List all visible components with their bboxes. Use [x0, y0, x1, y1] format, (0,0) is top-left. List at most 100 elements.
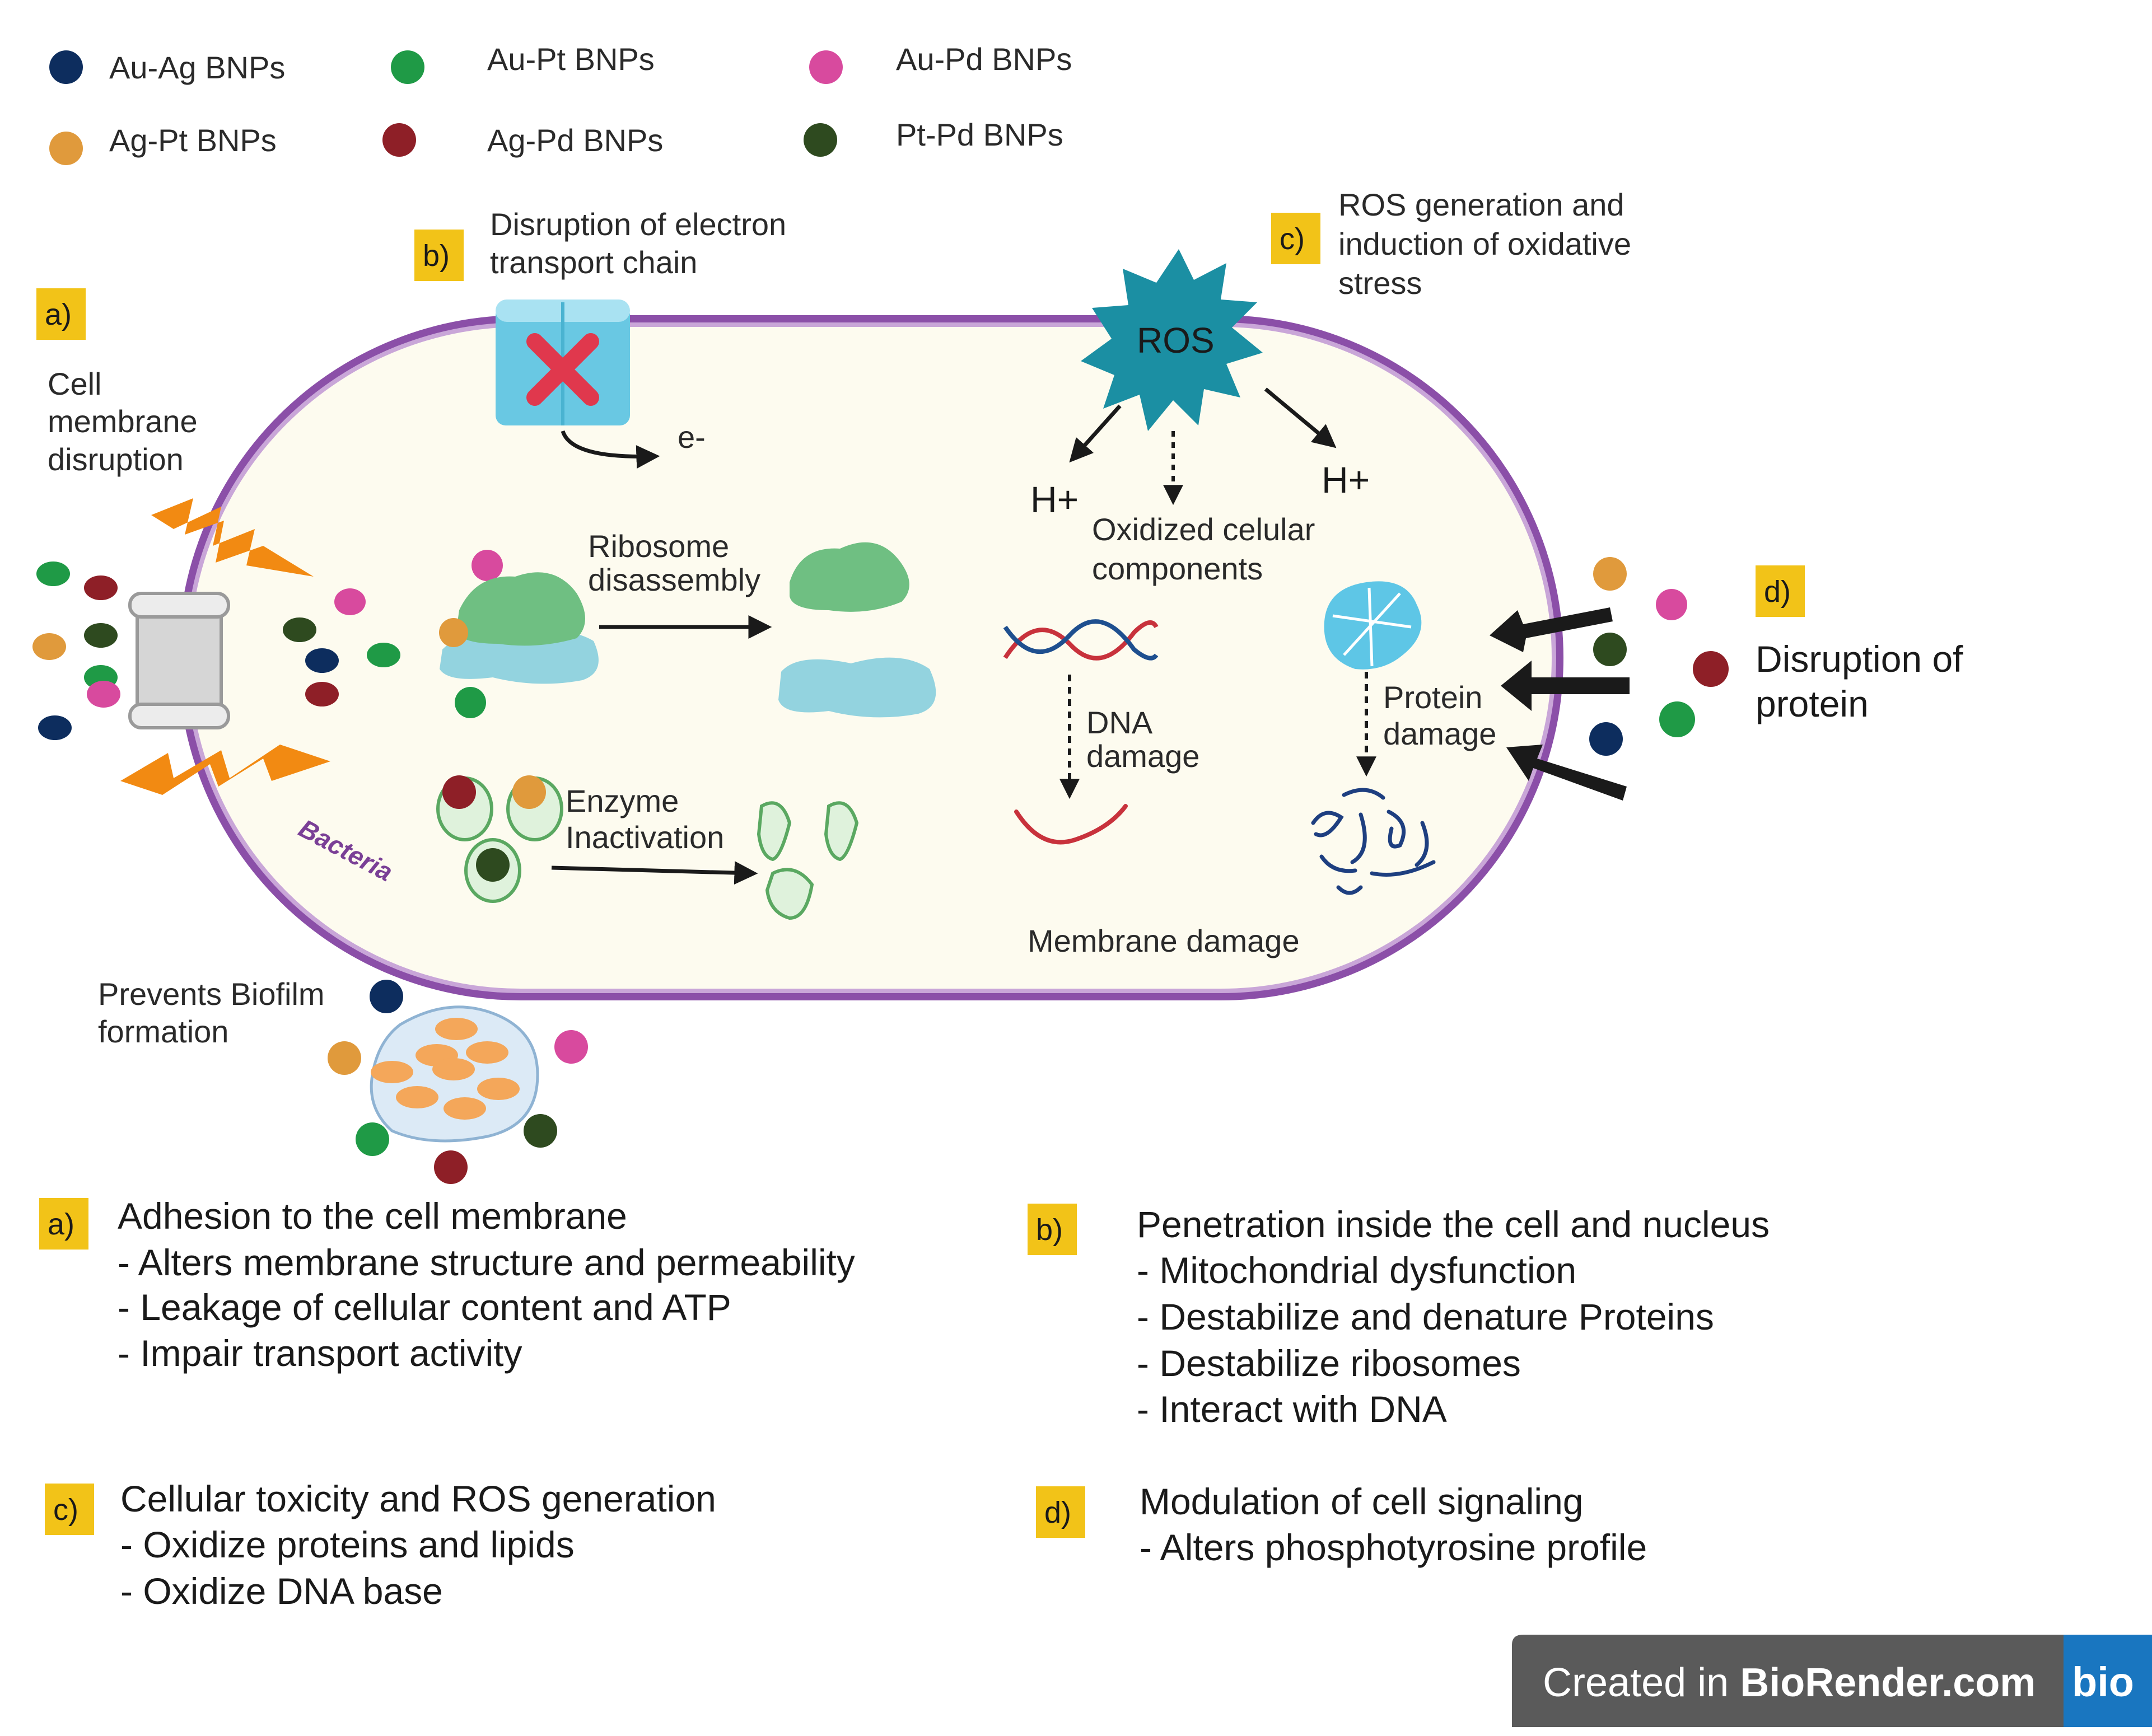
nanoparticle-icon — [305, 648, 339, 673]
enzyme-inactivation: Enzyme Inactivation — [436, 775, 859, 920]
summary-c-title: Cellular toxicity and ROS generation — [120, 1478, 716, 1519]
panel-b-electron-transport: b) Disruption of electron transport chai… — [414, 207, 786, 469]
legend: Au-Ag BNPs Au-Pt BNPs Au-Pd BNPs Ag-Pt B… — [49, 41, 1072, 165]
inactive-enzyme-icon — [765, 868, 814, 920]
denatured-protein-icon — [1311, 788, 1436, 895]
hplus-right-label: H+ — [1322, 459, 1370, 500]
summary-d-item: - Alters phosphotyrosine profile — [1140, 1527, 1647, 1568]
summary-b-item: - Destabilize ribosomes — [1137, 1342, 1521, 1384]
oxidized-line: components — [1092, 551, 1263, 586]
ribosome-top-icon — [456, 572, 585, 646]
bacterium-icon — [432, 1058, 475, 1080]
nanoparticle-icon — [36, 561, 70, 586]
panel-a-line: Cell — [48, 366, 101, 401]
nanoparticle-icon — [370, 980, 403, 1013]
summary-b-title: Penetration inside the cell and nucleus — [1137, 1204, 1770, 1245]
nanoparticle-icon — [87, 681, 120, 708]
nanoparticle-icon — [305, 682, 339, 706]
biorender-logo-icon — [2064, 1635, 2152, 1727]
lightning-icon — [151, 498, 314, 577]
ribosome-large-subunit-icon — [790, 542, 909, 612]
legend-label: Au-Ag BNPs — [109, 50, 285, 85]
legend-item-ag-pt: Ag-Pt BNPs — [49, 123, 277, 165]
legend-label: Au-Pd BNPs — [896, 41, 1072, 77]
summary-c: c) Cellular toxicity and ROS generation … — [45, 1478, 716, 1612]
inactive-enzyme-icon — [757, 801, 792, 862]
legend-item-au-ag: Au-Ag BNPs — [49, 50, 285, 85]
badge-d-label: d) — [1764, 575, 1791, 609]
biorender-logo-text: bio — [2072, 1659, 2134, 1705]
broken-dna-icon — [1014, 804, 1128, 845]
summary-a-item: - Impair transport activity — [118, 1332, 522, 1374]
protein-line: damage — [1383, 716, 1496, 751]
credit-prefix-text: Created in — [1543, 1660, 1740, 1705]
au-ag-dot-icon — [49, 50, 83, 84]
protein-damage: Protein damage — [1311, 581, 1496, 895]
biorender-credit[interactable]: Created in BioRender.com bio — [1512, 1635, 2152, 1727]
membrane-channel-icon — [136, 597, 223, 724]
nanoparticle-icon — [434, 1150, 468, 1184]
ros-arrow-right — [1264, 387, 1337, 448]
biofilm-line: Prevents Biofilm — [98, 976, 325, 1012]
pt-pd-dot-icon — [804, 123, 837, 157]
legend-item-pt-pd: Pt-Pd BNPs — [804, 117, 1063, 157]
dna-helix-strand-icon — [1003, 619, 1159, 661]
legend-label: Ag-Pt BNPs — [109, 123, 277, 158]
panel-b-line: transport chain — [490, 245, 697, 280]
badge-a-label: a) — [48, 1208, 74, 1241]
panel-c-ros: c) ROS generation and induction of oxida… — [1030, 187, 1631, 586]
summary-b: b) Penetration inside the cell and nucle… — [1028, 1204, 1770, 1430]
legend-label: Au-Pt BNPs — [487, 41, 655, 77]
nanoparticle-icon — [1656, 589, 1687, 620]
legend-item-au-pd: Au-Pd BNPs — [809, 41, 1072, 84]
panel-d-line: protein — [1756, 683, 1869, 724]
badge-d — [1036, 1486, 1085, 1538]
legend-label: Ag-Pd BNPs — [487, 123, 663, 158]
nanoparticle-icon — [476, 848, 510, 882]
ros-burst-icon — [1081, 249, 1263, 431]
legend-label: Pt-Pd BNPs — [896, 117, 1063, 152]
membrane-damage-label: Membrane damage — [1028, 923, 1300, 958]
dna-line: damage — [1086, 738, 1199, 774]
summary-b-item: - Mitochondrial dysfunction — [1137, 1250, 1576, 1291]
credit-background — [1512, 1635, 2152, 1727]
summary-a: a) Adhesion to the cell membrane - Alter… — [39, 1195, 855, 1374]
ribosome-disassembly: Ribosome disassembly — [439, 528, 936, 718]
nanoparticle-icon — [84, 575, 118, 600]
hplus-left-label: H+ — [1030, 479, 1079, 520]
nanoparticle-icon — [84, 623, 118, 648]
nanoparticle-icon — [472, 550, 503, 581]
summary-c-item: - Oxidize proteins and lipids — [120, 1524, 575, 1565]
dna-helix-icon — [1003, 620, 1159, 661]
penetration-arrow-icon — [1506, 745, 1627, 801]
dna-damage: DNA damage — [1003, 619, 1199, 845]
nanoparticle-icon — [442, 775, 476, 809]
channel-cap-bottom — [128, 703, 230, 729]
badge-b — [414, 230, 464, 281]
ros-arrow-left — [1069, 404, 1122, 463]
panel-b-line: Disruption of electron — [490, 207, 786, 242]
nanoparticle-icon — [439, 618, 468, 647]
panel-d-protein-disruption: d) Disruption of protein — [1490, 557, 1963, 801]
nanoparticle-icon — [1693, 651, 1729, 687]
panel-c-line: ROS generation and — [1338, 187, 1624, 222]
bacterium-icon — [466, 1041, 508, 1064]
nanoparticle-icon — [1593, 633, 1627, 666]
nanoparticle-icon — [455, 687, 486, 718]
ribosome-small-subunit-icon — [778, 657, 936, 718]
penetration-arrow-icon — [1501, 661, 1630, 711]
ribosome-bottom-icon — [440, 631, 599, 684]
panel-a-line: disruption — [48, 442, 184, 477]
protein-fold-lines — [1332, 587, 1412, 667]
badge-c — [1271, 213, 1320, 264]
badge-c-label: c) — [1280, 222, 1305, 256]
panel-a-line: membrane — [48, 404, 198, 439]
nanoparticle-icon — [512, 775, 546, 809]
penetration-arrow-icon — [1490, 607, 1613, 652]
summary-c-item: - Oxidize DNA base — [120, 1570, 443, 1612]
nanoparticle-icon — [356, 1122, 389, 1156]
ros-label: ROS — [1137, 320, 1215, 361]
credit-prefix: Created in BioRender.com — [1543, 1660, 2036, 1705]
nanoparticle-icon — [524, 1114, 557, 1148]
